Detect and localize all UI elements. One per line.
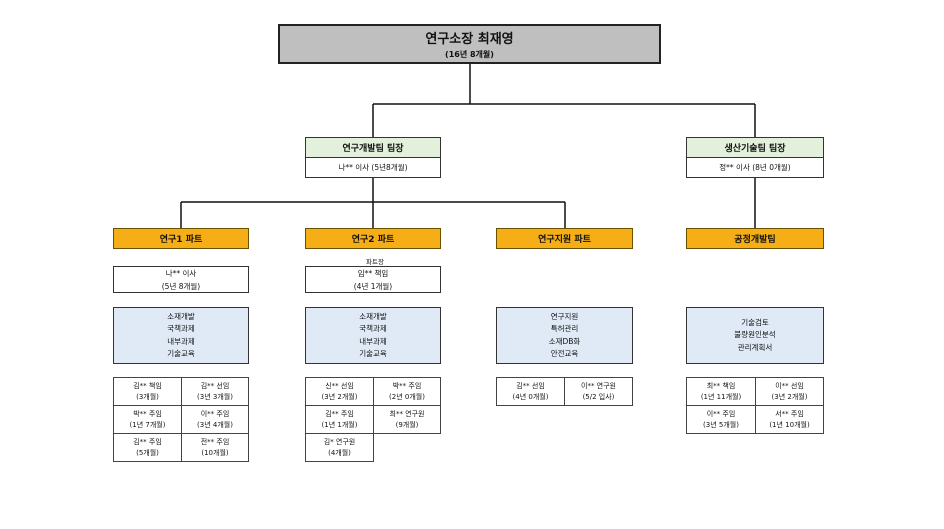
rnd-team-person-label: 나** 이사 (5년8개월) (338, 163, 408, 172)
member-name: 김** 주임 (133, 437, 162, 446)
member-card: 박** 주임 (1년 7개월) (113, 405, 182, 434)
member-tenure: (4년 0개월) (512, 392, 549, 401)
task-item: 국책과제 (167, 324, 195, 333)
member-tenure: (1년 11개월) (700, 392, 742, 401)
ceo-title: 연구소장 최재영 (425, 32, 514, 47)
part-process-header: 공정개발팀 (686, 228, 824, 249)
member-card: 최** 연구원 (9개월) (373, 405, 441, 434)
member-tenure: (1년 10개월) (769, 420, 810, 429)
part-r2-leader-name: 임** 책임 (357, 268, 389, 278)
member-card: 김** 책임 (3개월) (113, 377, 182, 406)
member-card: 이** 주임 (3년 4개월) (181, 405, 249, 434)
member-tenure: (3개월) (136, 392, 159, 401)
member-card: 김** 주임 (1년 1개월) (305, 405, 374, 434)
part-process-title: 공정개발팀 (734, 235, 776, 245)
part-r2-title: 연구2 파트 (351, 235, 395, 245)
task-item: 소재개발 (167, 311, 195, 321)
prod-team-person-label: 정** 이사 (8년 0개월) (719, 163, 791, 172)
member-card: 이** 선임 (3년 2개월) (755, 377, 824, 406)
member-tenure: (3년 2개월) (321, 392, 358, 401)
member-tenure: (5개월) (136, 448, 159, 457)
part-r1-title: 연구1 파트 (159, 235, 203, 245)
member-card: 김** 선임 (4년 0개월) (496, 377, 565, 406)
member-tenure: (3년 2개월) (771, 392, 808, 401)
prod-team-title: 생산기술팀 팀장 (724, 144, 786, 154)
member-tenure: (3년 5개월) (703, 420, 739, 429)
member-card: 김** 선임 (3년 3개월) (181, 377, 249, 406)
member-card: 이** 주임 (3년 5개월) (686, 405, 756, 434)
member-name: 서** 주임 (775, 409, 804, 418)
member-name: 최** 책임 (706, 381, 736, 390)
ceo-tenure: (16년 8개월) (445, 50, 494, 59)
member-name: 박** 주임 (133, 409, 162, 418)
task-item: 기술교육 (167, 349, 195, 358)
rnd-team-head: 연구개발팀 팀장 (305, 137, 441, 158)
part-support-title: 연구지원 파트 (538, 235, 591, 245)
ceo-box: 연구소장 최재영 (16년 8개월) (278, 24, 661, 64)
member-tenure: (3년 4개월) (197, 420, 233, 429)
member-name: 김** 선임 (516, 381, 545, 390)
member-tenure: (2년 0개월) (389, 392, 425, 401)
member-name: 김** 책임 (133, 381, 162, 390)
part-r1-leader: 나** 이사 (5년 8개월) (113, 266, 249, 293)
member-tenure: (1년 7개월) (129, 420, 166, 429)
member-name: 이** 연구원 (581, 381, 616, 390)
part-r2-header: 연구2 파트 (305, 228, 441, 249)
part-r1-leader-tenure: (5년 8개월) (161, 281, 201, 291)
member-card: 김** 주임 (5개월) (113, 433, 182, 462)
member-card: 최** 책임 (1년 11개월) (686, 377, 756, 406)
part-r2-leader-tenure: (4년 1개월) (353, 281, 393, 291)
part-r1-leader-name: 나** 이사 (165, 268, 197, 278)
task-item: 기술검토 (741, 317, 769, 327)
member-name: 전** 주임 (200, 437, 230, 446)
member-card: 서** 주임 (1년 10개월) (755, 405, 824, 434)
member-tenure: (1년 1개월) (321, 420, 358, 429)
part-r2-leader: 임** 책임 (4년 1개월) (305, 266, 441, 293)
part-process-tasks: 기술검토 불량원인분석 관리계획서 (686, 307, 824, 364)
member-tenure: (5/2 입사) (582, 392, 615, 401)
member-name: 신** 선임 (325, 381, 354, 390)
task-item: 관리계획서 (737, 342, 773, 352)
task-item: 특허관리 (550, 324, 579, 333)
task-item: 기술교육 (359, 349, 387, 358)
part-support-header: 연구지원 파트 (496, 228, 633, 249)
part-r2-leader-label: 파트장 (366, 258, 384, 266)
member-card: 이** 연구원 (5/2 입사) (564, 377, 633, 406)
task-item: 안전교육 (550, 349, 579, 358)
part-support-tasks: 연구지원 특허관리 소재DB화 안전교육 (496, 307, 633, 364)
member-card: 신** 선임 (3년 2개월) (305, 377, 374, 406)
member-name: 이** 주임 (706, 409, 736, 418)
prod-team-person: 정** 이사 (8년 0개월) (686, 157, 824, 178)
member-tenure: (3년 3개월) (197, 392, 233, 401)
part-r1-tasks: 소재개발 국책과제 내부과제 기술교육 (113, 307, 249, 364)
task-item: 소재DB화 (548, 336, 581, 346)
part-r1-header: 연구1 파트 (113, 228, 249, 249)
member-tenure: (9개월) (395, 420, 419, 429)
rnd-team-person: 나** 이사 (5년8개월) (305, 157, 441, 178)
member-name: 김* 연구원 (323, 437, 356, 446)
member-card: 전** 주임 (10개월) (181, 433, 249, 462)
task-item: 연구지원 (550, 311, 579, 321)
member-name: 김** 주임 (325, 409, 354, 418)
member-name: 이** 주임 (200, 409, 230, 418)
member-name: 박** 주임 (392, 381, 422, 390)
task-item: 내부과제 (359, 336, 387, 346)
task-item: 국책과제 (359, 324, 387, 333)
rnd-team-title: 연구개발팀 팀장 (342, 144, 404, 154)
task-item: 내부과제 (167, 336, 195, 346)
part-r2-tasks: 소재개발 국책과제 내부과제 기술교육 (305, 307, 441, 364)
member-name: 김** 선임 (200, 381, 230, 390)
member-card: 박** 주임 (2년 0개월) (373, 377, 441, 406)
member-tenure: (4개월) (328, 448, 351, 457)
member-tenure: (10개월) (201, 448, 229, 457)
member-name: 이** 선임 (775, 381, 804, 390)
task-item: 불량원인분석 (734, 330, 776, 340)
prod-team-head: 생산기술팀 팀장 (686, 137, 824, 158)
task-item: 소재개발 (359, 311, 387, 321)
member-card: 김* 연구원 (4개월) (305, 433, 374, 462)
member-name: 최** 연구원 (389, 409, 425, 418)
